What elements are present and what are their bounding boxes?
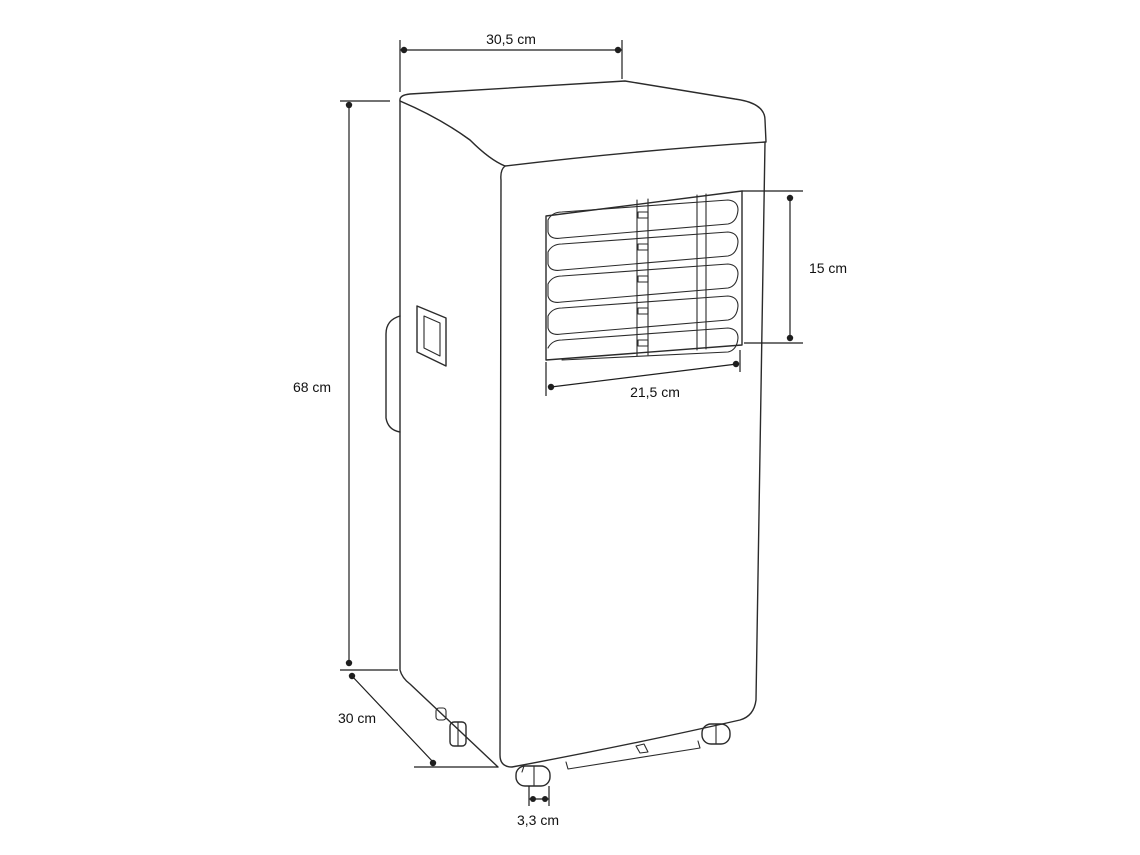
front-face (499, 141, 766, 768)
wheel-width-label: 3,3 cm (517, 812, 559, 828)
unit-body (385, 80, 767, 770)
dimension-height: 68 cm (293, 100, 398, 671)
width-label: 30,5 cm (486, 31, 536, 47)
dimension-wheel-width: 3,3 cm (517, 786, 559, 828)
wheel-front-right (701, 723, 731, 745)
wheel-front-left (515, 765, 551, 787)
depth-label: 30 cm (338, 710, 376, 726)
wheels (435, 707, 731, 787)
side-handle (416, 305, 447, 367)
height-label: 68 cm (293, 379, 331, 395)
dimension-depth: 30 cm (338, 672, 498, 768)
dimension-width: 30,5 cm (399, 31, 623, 92)
louvres (547, 199, 739, 361)
wheel-back (435, 707, 467, 747)
side-panel (385, 315, 401, 433)
dimension-grille-height: 15 cm (742, 190, 847, 344)
dimension-grille-width: 21,5 cm (545, 350, 741, 400)
grille-width-label: 21,5 cm (630, 384, 680, 400)
top-cap (399, 80, 767, 167)
air-grille (545, 190, 743, 361)
grille-height-label: 15 cm (809, 260, 847, 276)
louvre-supports (636, 193, 707, 357)
side-face (399, 100, 499, 768)
